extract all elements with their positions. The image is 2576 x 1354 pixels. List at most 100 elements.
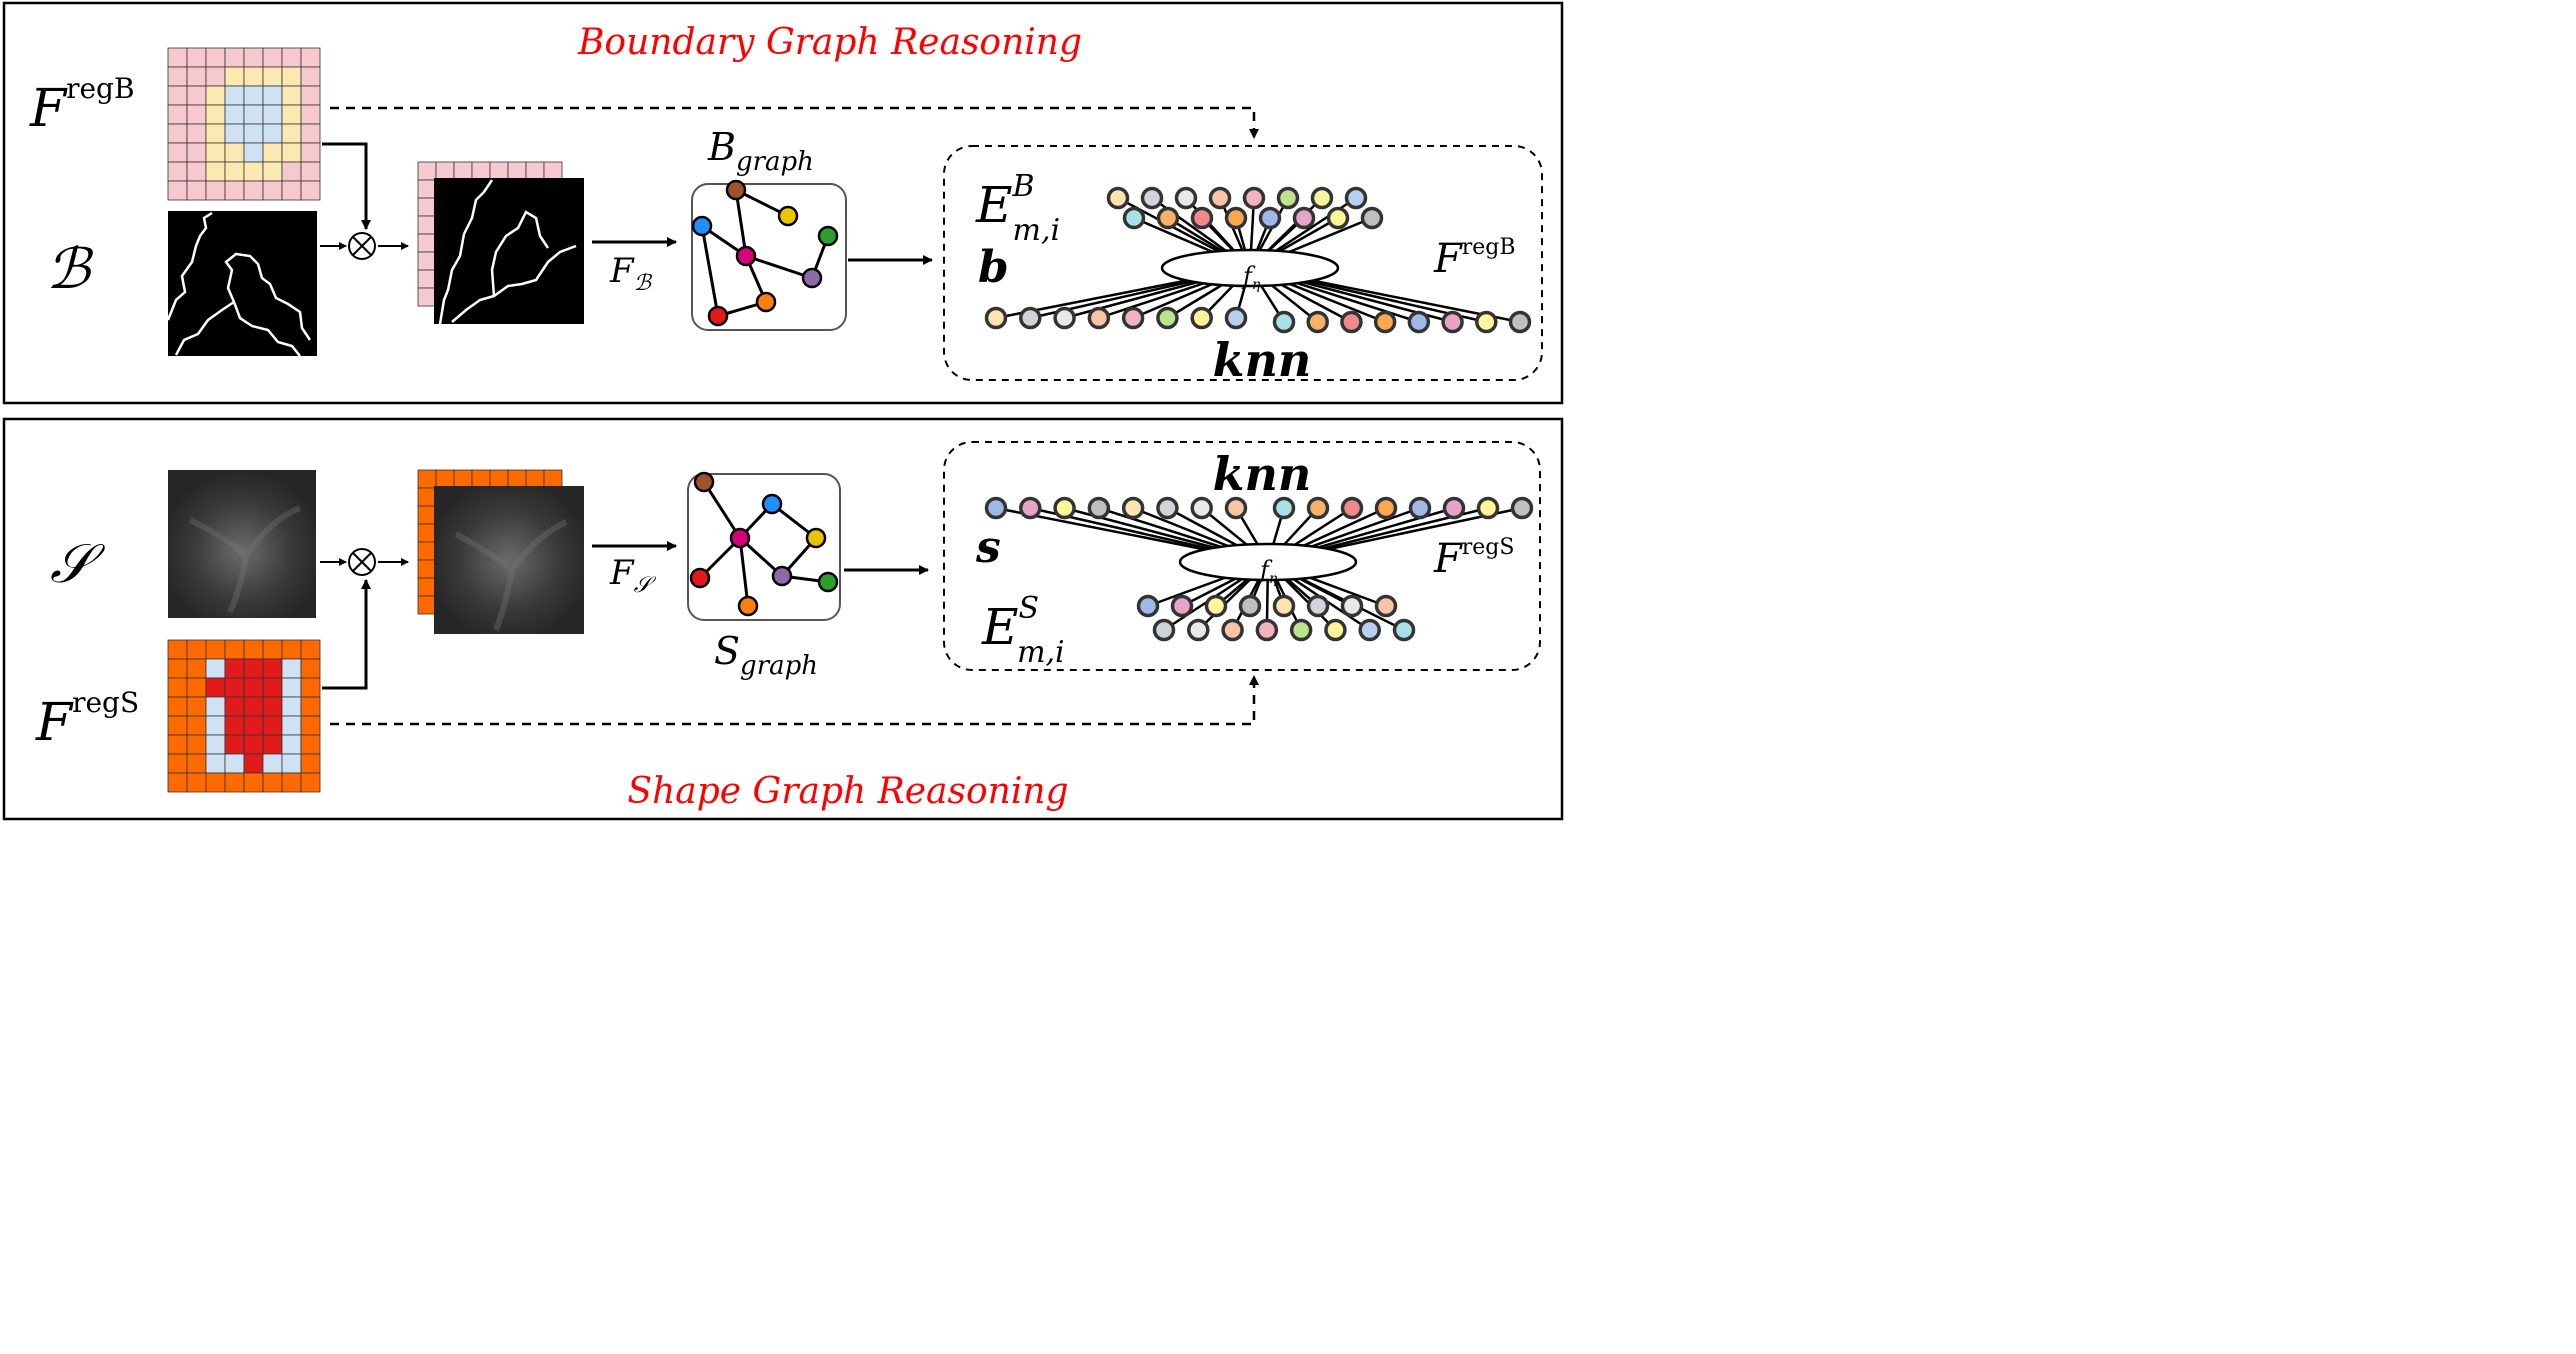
grid-cell: [243, 142, 264, 163]
graph-edge: [734, 189, 748, 257]
shape-region-grid: [167, 639, 321, 793]
stack-cell: [417, 233, 437, 253]
grid-cell: [205, 715, 226, 736]
function-ellipse-boundary: [1160, 248, 1340, 288]
knn-node: [1289, 618, 1313, 642]
grid-cell: [167, 66, 188, 87]
grid-cell: [243, 772, 264, 793]
knn-node: [1224, 206, 1248, 230]
graph-reasoning-diagram: Boundary Graph Reasoning FregB ℬ: [2, 1, 1564, 821]
stack-cell: [417, 505, 437, 525]
arrow-regB-to-multiply: [322, 142, 371, 230]
grid-cell: [300, 123, 321, 144]
grid-cell: [281, 772, 302, 793]
boundary-panel-border: [2, 1, 1564, 405]
grid-cell: [224, 66, 245, 87]
graph-node-icon: [737, 595, 759, 617]
boundary-edge-box: [943, 145, 1543, 381]
stack-cell: [489, 469, 509, 489]
stack-cell: [453, 161, 473, 181]
grid-cell: [205, 696, 226, 717]
stack-cell: [417, 469, 437, 489]
stack-cell: [417, 541, 437, 561]
knn-node: [1344, 186, 1368, 210]
knn-node: [1190, 306, 1213, 330]
grid-cell: [167, 123, 188, 144]
knn-node: [1238, 594, 1262, 618]
knn-node: [1190, 206, 1214, 230]
grid-cell: [224, 123, 245, 144]
knn-node: [1306, 594, 1330, 618]
grid-cell: [281, 180, 302, 201]
knn-node: [1373, 310, 1397, 334]
graph-frame: [687, 473, 841, 621]
grid-cell: [300, 66, 321, 87]
knn-node: [1019, 496, 1042, 520]
knn-node: [1508, 310, 1532, 334]
knn-node: [1358, 618, 1381, 642]
grid-cell: [186, 639, 207, 660]
boundary-symbol: ℬ: [46, 237, 94, 302]
stack-cell: [543, 469, 563, 489]
grid-cell: [243, 677, 264, 698]
boundary-panel: Boundary Graph Reasoning FregB ℬ: [2, 1, 1564, 405]
knn-node: [1087, 496, 1111, 520]
grid-cell: [224, 734, 245, 755]
grid-cell: [243, 734, 264, 755]
graph-node-icon: [801, 267, 823, 289]
grid-cell: [186, 66, 207, 87]
grid-cell: [243, 639, 264, 660]
knn-node: [1190, 496, 1213, 520]
graph-node-icon: [725, 179, 747, 201]
grid-cell: [224, 658, 245, 679]
grid-cell: [243, 753, 264, 774]
knn-node: [984, 496, 1008, 520]
knn-node: [1258, 206, 1282, 230]
grid-cell: [300, 639, 321, 660]
function-ellipse-shape: [1178, 542, 1358, 582]
stack-cell: [543, 161, 563, 181]
grid-cell: [300, 753, 321, 774]
knn-node: [1208, 186, 1232, 210]
graph-node-icon: [817, 571, 839, 593]
grid-cell: [224, 772, 245, 793]
grid-cell: [262, 47, 283, 68]
knn-node: [1340, 594, 1364, 618]
knn-label-boundary: knn: [1213, 333, 1312, 387]
knn-node: [1360, 206, 1384, 230]
grid-cell: [262, 161, 283, 182]
grid-cell: [205, 161, 226, 182]
grid-cell: [167, 658, 188, 679]
grid-cell: [167, 85, 188, 106]
shape-edge-box: [943, 441, 1541, 671]
grid-cell: [243, 715, 264, 736]
grid-cell: [243, 85, 264, 106]
grid-cell: [167, 180, 188, 201]
knn-node: [1224, 496, 1248, 520]
grid-cell: [300, 696, 321, 717]
grid-cell: [281, 66, 302, 87]
graph-node-icon: [777, 205, 799, 227]
grid-cell: [262, 772, 283, 793]
stack-cell: [435, 469, 455, 489]
graph-edge: [700, 225, 720, 317]
knn-node: [1255, 618, 1279, 642]
grid-cell: [224, 142, 245, 163]
dashed-arrow-shape: [330, 675, 1259, 726]
grid-cell: [262, 658, 283, 679]
knn-node: [1476, 496, 1500, 520]
stack-cell: [471, 161, 491, 181]
stack-cell: [417, 595, 437, 615]
grid-cell: [300, 180, 321, 201]
grid-cell: [281, 715, 302, 736]
grid-cell: [281, 753, 302, 774]
arrow-regS-to-multiply: [322, 579, 371, 690]
grid-cell: [205, 123, 226, 144]
stack-cell: [417, 161, 437, 181]
knn-node: [1272, 594, 1296, 618]
grid-cell: [205, 658, 226, 679]
stack-cell: [417, 287, 437, 307]
grid-cell: [281, 734, 302, 755]
graph-node-icon: [729, 527, 751, 549]
